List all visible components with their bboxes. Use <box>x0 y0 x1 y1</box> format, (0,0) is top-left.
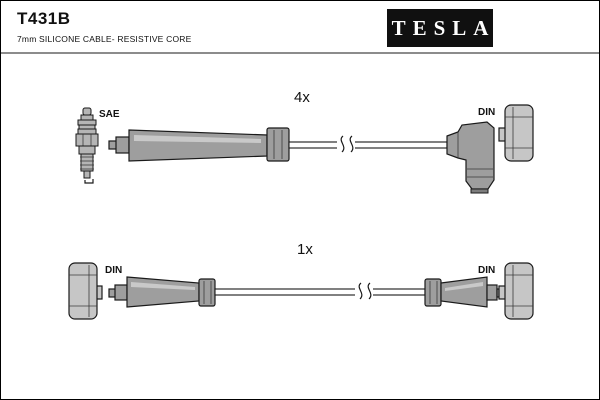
spark-plug-icon <box>75 107 99 184</box>
terminal-stub <box>486 284 498 301</box>
terminal-stub <box>114 284 128 301</box>
product-subtitle: 7mm SILICONE CABLE- RESISTIVE CORE <box>17 34 192 44</box>
sae-label: SAE <box>99 109 120 120</box>
din-cap-top-right <box>498 104 534 162</box>
brand-logo-text: TESLA <box>391 15 496 40</box>
cable-break-mark <box>358 282 363 300</box>
straight-boot-right <box>440 276 488 308</box>
din-label-bottom-left: DIN <box>105 265 122 276</box>
elbow-boot <box>446 121 495 190</box>
cable-line <box>288 141 448 149</box>
boot-collar <box>266 127 290 162</box>
top-quantity-label: 4x <box>294 89 310 106</box>
straight-boot-left <box>126 276 200 308</box>
cable-break-mark <box>340 135 345 153</box>
brand-logo: TESLA <box>387 9 493 47</box>
din-label-top-right: DIN <box>478 107 495 118</box>
cable-line <box>214 288 426 296</box>
cable-assembly-bottom <box>108 276 505 308</box>
straight-boot-body <box>128 129 268 162</box>
elbow-opening <box>470 188 489 194</box>
bottom-quantity-label: 1x <box>297 241 313 258</box>
product-code: T431B <box>17 9 71 28</box>
din-label-bottom-right: DIN <box>478 265 495 276</box>
cable-assembly-top <box>108 121 495 194</box>
din-cap-bottom-left <box>68 262 103 320</box>
terminal-stub <box>115 136 130 154</box>
din-cap-bottom-right <box>498 262 534 320</box>
